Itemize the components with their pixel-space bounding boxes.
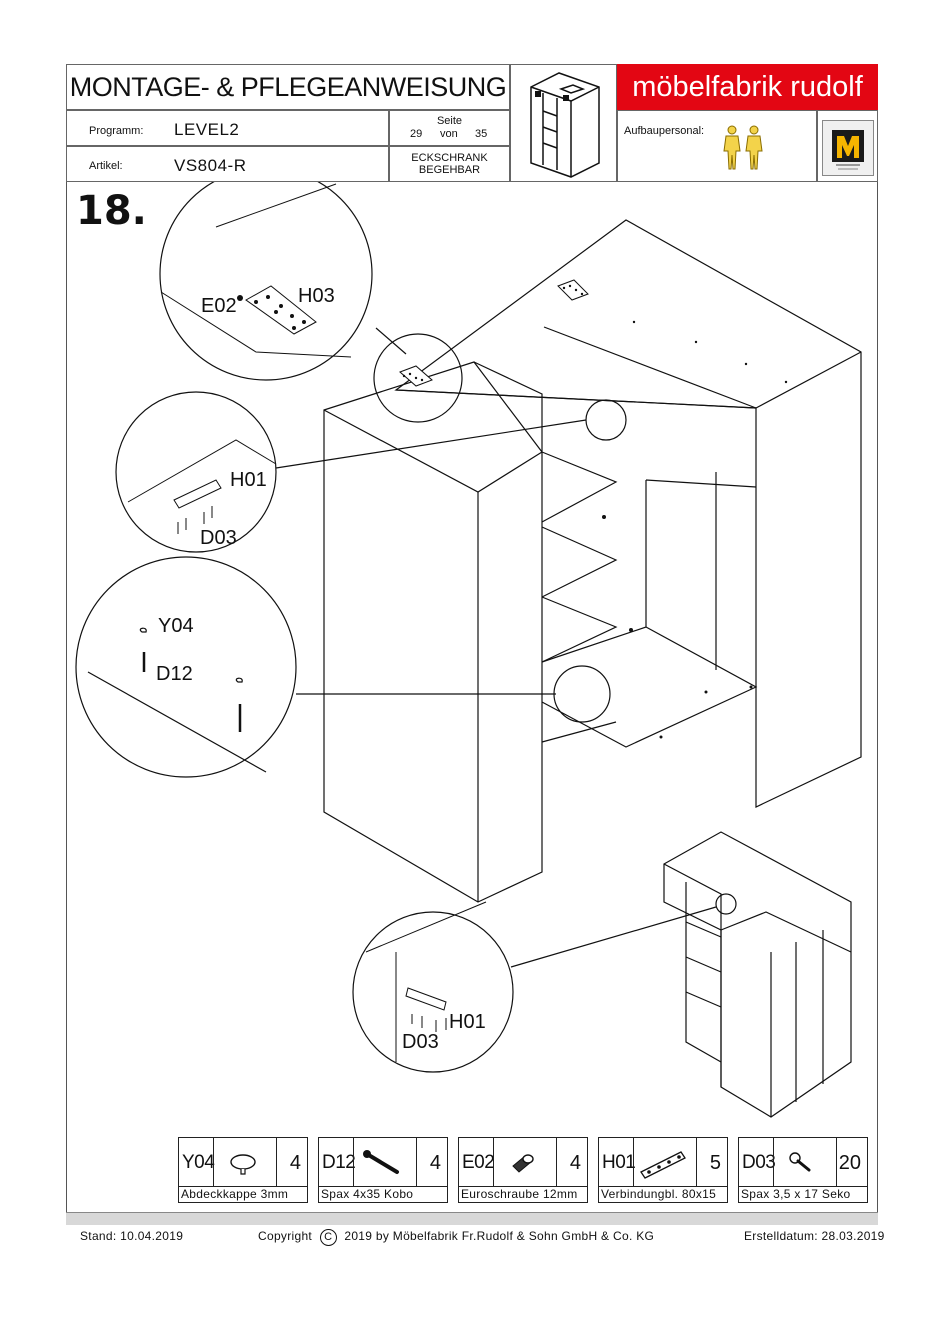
part-code: D03 [742,1152,776,1173]
stand-date: Stand: 10.04.2019 [80,1229,184,1243]
callout-target-3 [553,665,611,723]
connector-plate-icon [640,1151,686,1179]
page-of: von [440,128,458,140]
header: MONTAGE- & PFLEGEANWEISUNG Programm: LEV… [66,64,878,182]
artikel-cell: Artikel: VS804-R [66,146,389,182]
copyright-prefix: Copyright [258,1229,313,1243]
part-qty: 4 [289,1152,301,1174]
callout-target-4 [715,893,737,915]
part-qty: 20 [838,1152,861,1174]
part-y04: Y04 4 Abdeckkappe 3mm [178,1137,308,1203]
callout-label-d12: D12 [156,663,193,685]
callout-label-d03-b: D03 [402,1031,439,1053]
personnel-label: Aufbaupersonal: [624,125,705,137]
erstelldatum: Erstelldatum: 28.03.2019 [744,1229,885,1243]
part-qty: 4 [429,1152,441,1174]
part-h01: H01 5 Verbindungbl. 80x15 [598,1137,728,1203]
artikel-label: Artikel: [89,160,123,172]
callout-target-1 [373,333,463,423]
part-code: H01 [602,1152,636,1173]
programm-value: LEVEL2 [174,120,240,139]
callout-circle-2 [115,391,277,553]
callout-label-d03: D03 [200,527,237,549]
footer-bar [66,1212,878,1225]
callout-target-2 [585,399,627,441]
programm-label: Programm: [89,125,144,137]
two-persons-icon [723,125,763,170]
programm-cell: Programm: LEVEL2 [66,110,389,146]
part-name: Verbindungbl. 80x15 [599,1186,727,1202]
part-code: Y04 [182,1152,215,1173]
callout-label-y04: Y04 [158,615,194,637]
euro-screw-icon [512,1154,534,1173]
page-current: 29 [410,128,423,140]
part-qty: 4 [569,1152,581,1174]
page-number-cell: Seite 29 von 35 [389,110,510,146]
product-line-2: BEGEHBAR [418,164,481,176]
page-total: 35 [475,128,488,140]
step-number: 18. [76,188,147,234]
callout-circle-4 [352,911,514,1073]
part-name: Abdeckkappe 3mm [179,1186,307,1202]
product-name-cell: ECKSCHRANK BEGEHBAR [389,146,510,182]
brand-logo: möbelfabrik rudolf [617,64,878,110]
personnel-cell: Aufbaupersonal: [617,110,817,182]
copyright: Copyright C 2019 by Möbelfabrik Fr.Rudol… [258,1229,654,1246]
part-code: E02 [462,1152,495,1173]
callout-circle-1 [159,182,373,381]
small-screw-icon [789,1152,811,1172]
cabinet-thumbnail [510,64,617,182]
document-title: MONTAGE- & PFLEGEANWEISUNG [66,64,510,110]
cabinet-thumbnail-icon [530,72,600,178]
cap-icon [230,1154,256,1175]
callout-label-h01-b: H01 [449,1011,486,1033]
callout-label-h03: H03 [298,285,335,307]
copyright-text: 2019 by Möbelfabrik Fr.Rudolf & Sohn Gmb… [344,1229,655,1243]
part-name: Spax 4x35 Kobo [319,1186,447,1202]
overview-cabinet [663,831,852,1118]
quality-seal-icon [822,120,874,176]
quality-seal-cell [817,110,878,182]
part-name: Spax 3,5 x 17 Seko [739,1186,867,1202]
artikel-value: VS804-R [174,156,247,175]
screw-icon [363,1150,399,1174]
corner-cabinet-main [323,219,862,903]
part-code: D12 [322,1152,356,1173]
callout-label-e02: E02 [201,295,237,317]
copyright-symbol: C [319,1229,337,1246]
seite-label: Seite [436,115,463,127]
callout-label-h01: H01 [230,469,267,491]
assembly-drawing: E02 H03 H01 D03 Y04 D12 H01 D03 [75,182,862,1118]
product-line-1: ECKSCHRANK [411,152,488,164]
part-qty: 5 [709,1152,721,1174]
part-d12: D12 4 Spax 4x35 Kobo [318,1137,448,1203]
part-d03: D03 20 Spax 3,5 x 17 Seko [738,1137,868,1203]
callout-circle-3 [75,556,297,778]
parts-list: Y04 4 Abdeckkappe 3mm D12 4 Spax 4x35 Ko… [178,1137,870,1203]
part-e02: E02 4 Euroschraube 12mm [458,1137,588,1203]
part-name: Euroschraube 12mm [459,1186,587,1202]
